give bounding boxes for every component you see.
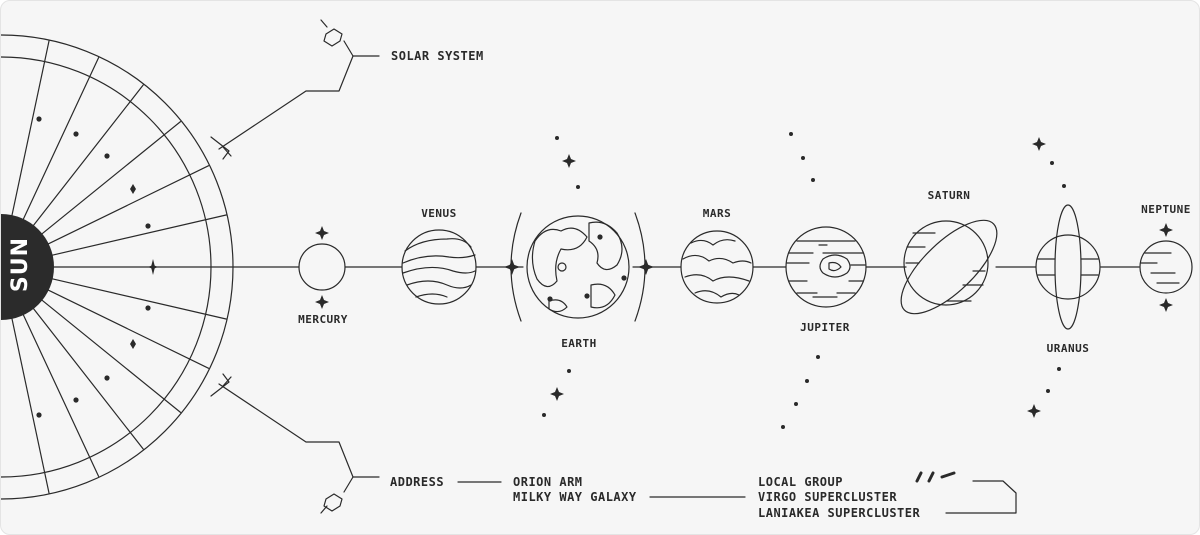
address-line-local-group: LOCAL GROUP (758, 475, 843, 489)
uranus-label: URANUS (1046, 342, 1090, 355)
sun-ray (11, 40, 50, 217)
sun-ray (51, 214, 227, 256)
venus-planet (401, 229, 477, 305)
sun-ray (32, 84, 144, 227)
address-callout (210, 373, 380, 514)
address-line-virgo: VIRGO SUPERCLUSTER (758, 490, 898, 504)
sun-ray (11, 317, 50, 494)
mars-label: MARS (702, 207, 732, 220)
sun-ray (40, 299, 182, 413)
saturn-label: SATURN (927, 189, 971, 202)
solar-system-callout (210, 19, 380, 160)
address-line-orion-arm: ORION ARM (513, 475, 583, 489)
sun-ray (22, 313, 100, 477)
neptune-planet (1139, 223, 1193, 312)
sun-ray (32, 307, 144, 450)
sun-ray (47, 165, 210, 245)
neptune-label: NEPTUNE (1141, 203, 1191, 216)
solar-system-title: SOLAR SYSTEM (391, 49, 484, 63)
earth-label: EARTH (561, 337, 597, 350)
address-label: ADDRESS (390, 475, 445, 489)
jupiter-label: JUPITER (800, 321, 850, 334)
saturn-planet (900, 219, 998, 315)
jupiter-planet (785, 226, 867, 308)
sun-ray (22, 56, 100, 221)
sun-ray (40, 120, 182, 235)
venus-label: VENUS (421, 207, 457, 220)
sun-text: SUN (8, 236, 34, 292)
address-connectors (457, 471, 1017, 514)
mercury-planet (298, 226, 346, 309)
address-line-laniakea: LANIAKEA SUPERCLUSTER (758, 506, 921, 520)
uranus-planet (1035, 204, 1101, 330)
decorative-stars (542, 132, 1066, 429)
sun-dial (1, 34, 300, 500)
sun-ray (47, 289, 210, 369)
address-line-milky-way: MILKY WAY GALAXY (513, 490, 637, 504)
earth-planet (504, 212, 654, 322)
sun-ray (51, 278, 227, 320)
mercury-label: MERCURY (298, 313, 348, 326)
sun-label: SUN (1, 229, 47, 299)
mars-planet (680, 230, 754, 304)
